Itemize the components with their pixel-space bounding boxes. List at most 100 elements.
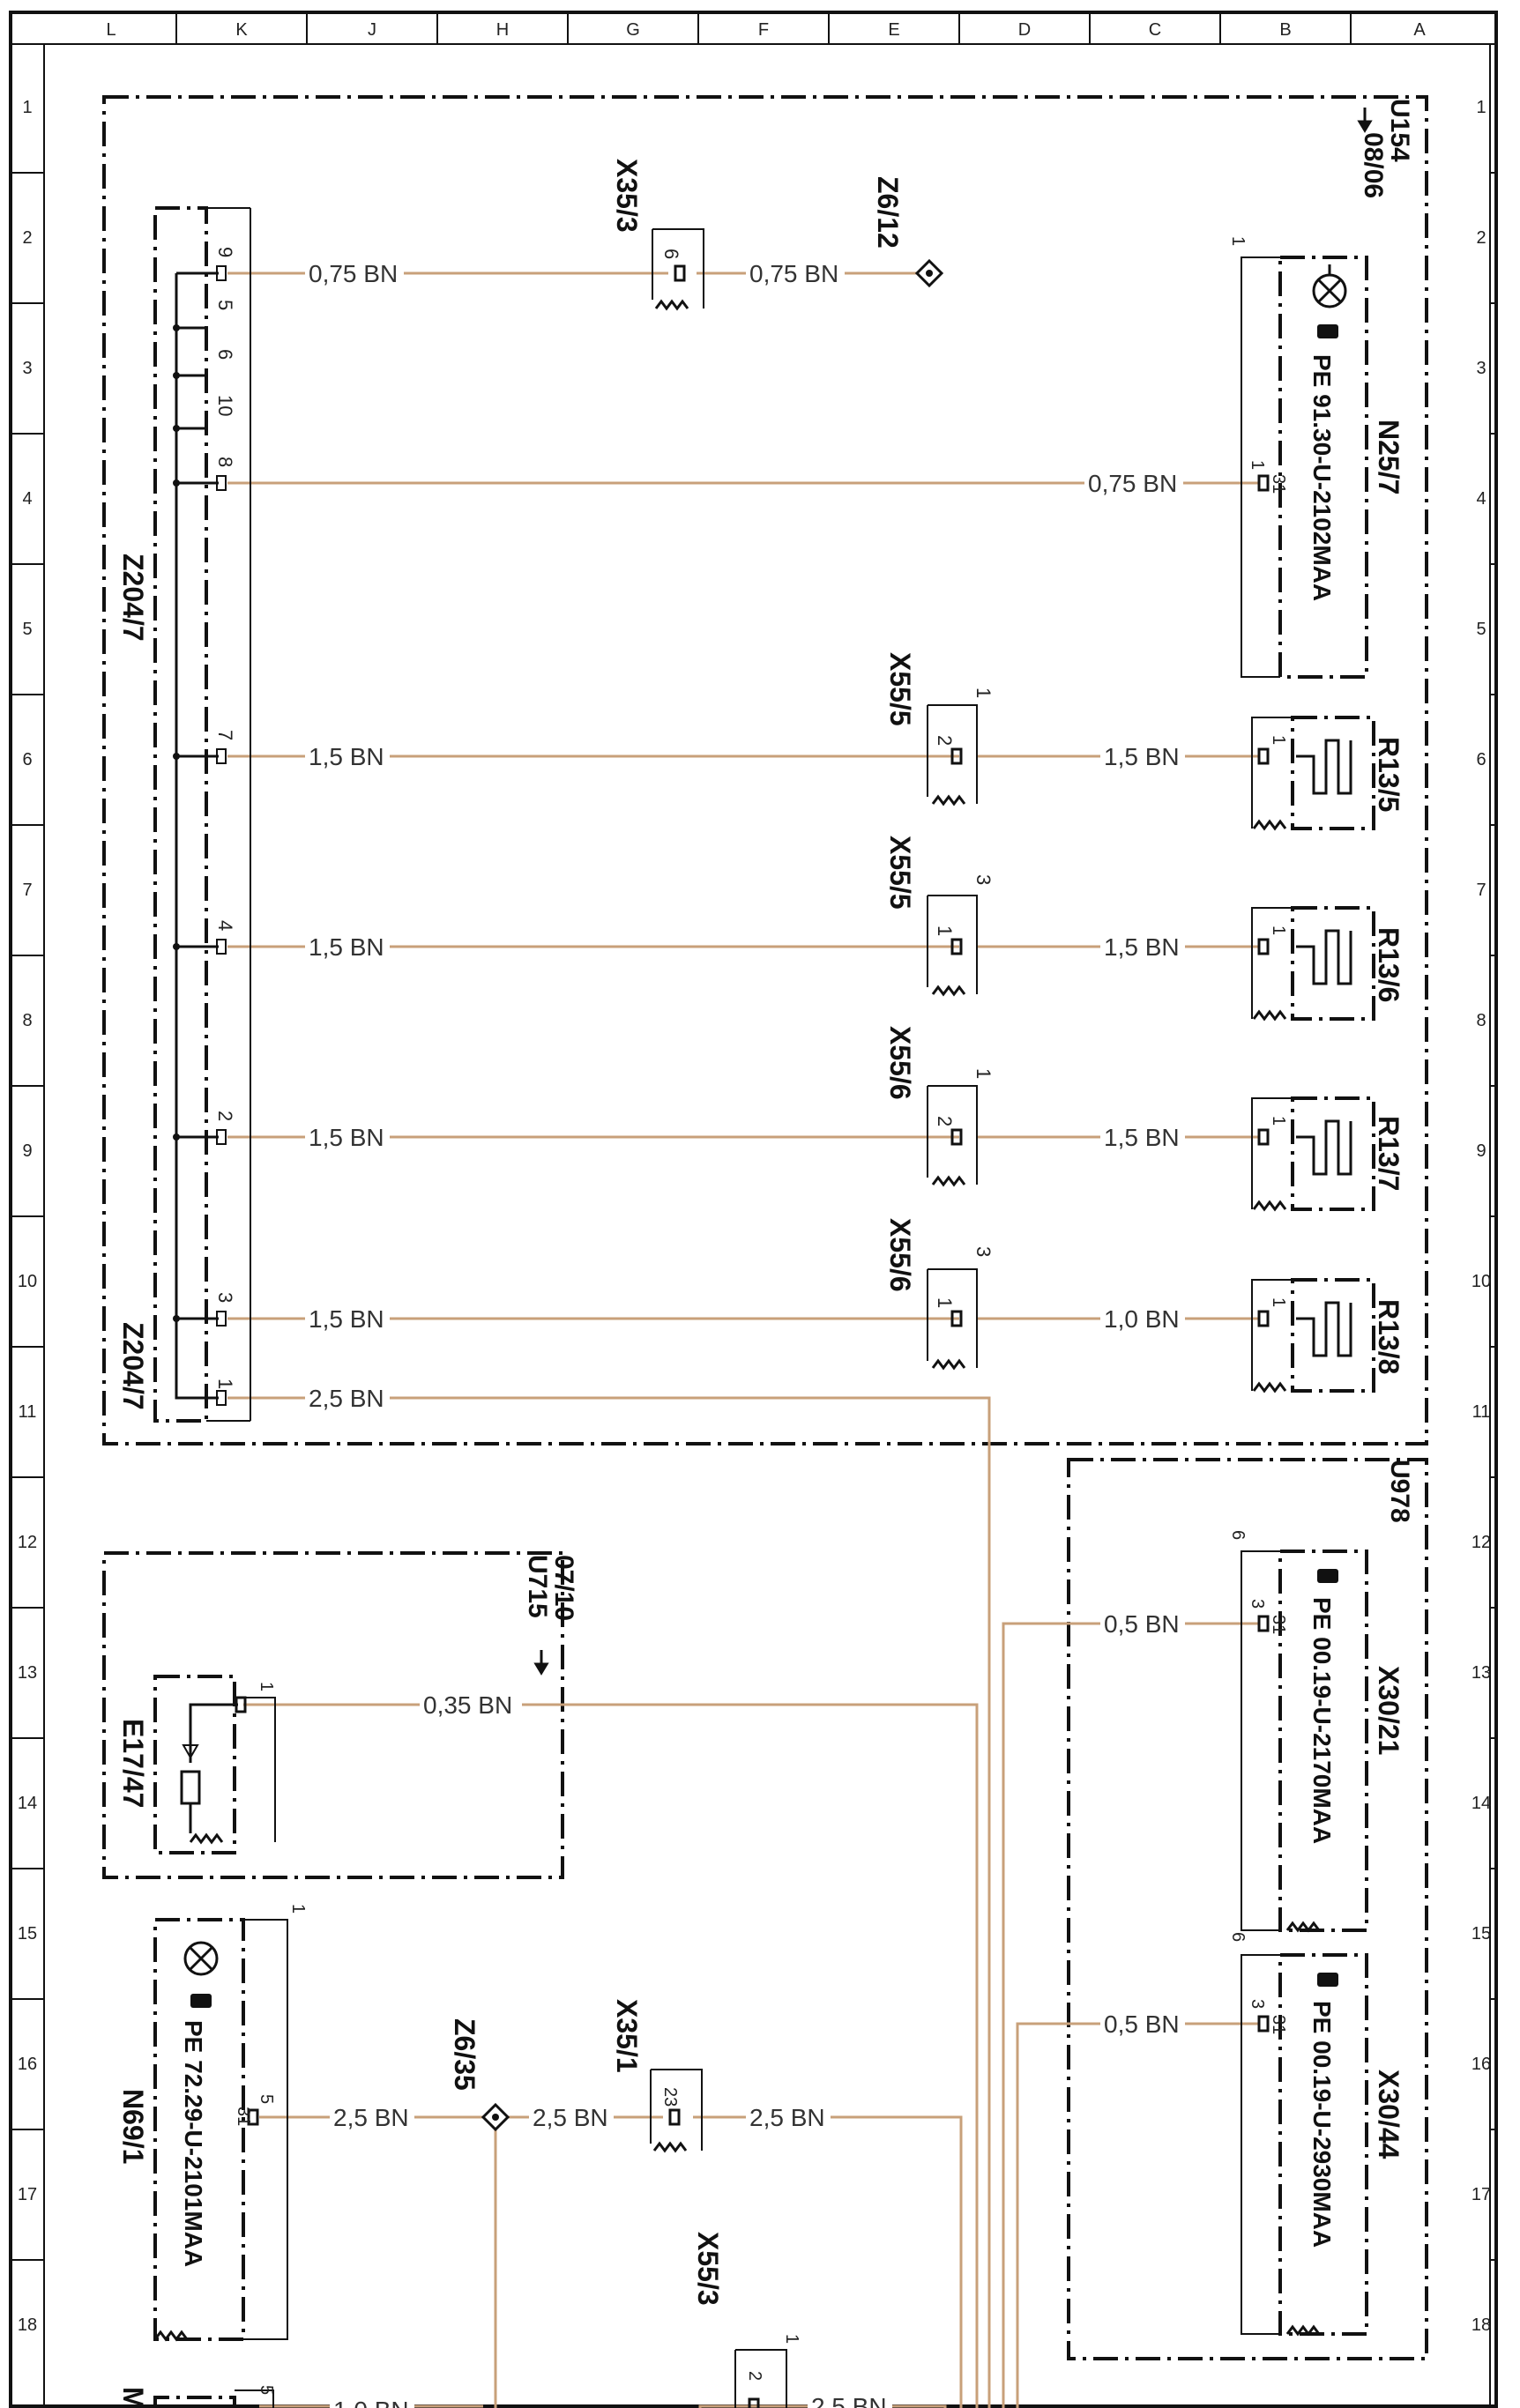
x55-5a-top: 1 xyxy=(972,687,995,698)
col-label-b: B xyxy=(1279,20,1291,40)
row-label-left-9: 9 xyxy=(22,1141,32,1161)
wire-label-w6b: 1,0 BN xyxy=(1104,1305,1180,1333)
row-label-right-15: 15 xyxy=(1472,1924,1491,1943)
col-label-e: E xyxy=(888,20,899,40)
n25-7-label: N25/7 xyxy=(1373,420,1405,494)
row-label-left-7: 7 xyxy=(22,881,32,900)
n69-1-pin-5: 5 xyxy=(257,2094,276,2104)
wire-label-w10: 0,35 BN xyxy=(423,1691,512,1719)
z204-pin-10: 10 xyxy=(214,395,236,416)
r13-7-label: R13/7 xyxy=(1373,1116,1405,1191)
z6-35-splice xyxy=(481,2102,510,2132)
row-label-right-4: 4 xyxy=(1476,489,1486,509)
row-label-right-5: 5 xyxy=(1476,620,1486,639)
z204-pin-2: 2 xyxy=(214,1111,236,1121)
row-label-right-3: 3 xyxy=(1476,359,1486,378)
x55-3-label: X55/3 xyxy=(692,2232,724,2306)
row-label-left-13: 13 xyxy=(18,1663,37,1683)
x55-3-top: 1 xyxy=(782,2334,801,2344)
x55-5a-connector xyxy=(927,704,978,806)
x55-6b-connector xyxy=(927,1268,978,1370)
wire-label-w1b: 0,75 BN xyxy=(749,260,838,287)
r13-8-label: R13/8 xyxy=(1373,1299,1405,1374)
row-ticks xyxy=(11,172,1496,2261)
n69-1-component xyxy=(153,1918,288,2341)
u715-ref: 07/10 xyxy=(549,1555,578,1621)
z6-12-label: Z6/12 xyxy=(872,176,904,249)
u154-id: U154 xyxy=(1385,99,1414,162)
wire-label-w9: 0,5 BN xyxy=(1104,2010,1180,2038)
row-label-right-16: 16 xyxy=(1472,2055,1491,2074)
n25-7-component xyxy=(1241,256,1368,679)
row-label-left-5: 5 xyxy=(22,620,32,639)
row-label-left-16: 16 xyxy=(18,2055,37,2074)
r13-7-heater xyxy=(1251,1096,1375,1211)
wire-label-w5a: 1,5 BN xyxy=(309,1124,384,1151)
row-label-left-2: 2 xyxy=(22,228,32,248)
x35-3-label: X35/3 xyxy=(611,159,643,233)
row-label-right-13: 13 xyxy=(1472,1663,1491,1683)
x30-21-component xyxy=(1241,1550,1368,1932)
n25-7-pin-31: 31 xyxy=(1269,474,1288,494)
wire-label-w4b: 1,5 BN xyxy=(1104,933,1180,961)
r13-7-pin: 1 xyxy=(1269,1116,1288,1126)
r13-6-heater xyxy=(1251,906,1375,1021)
row-label-left-14: 14 xyxy=(18,1794,37,1813)
x30-44-top: 6 xyxy=(1228,1932,1248,1942)
u715-id: U715 xyxy=(523,1555,552,1618)
row-label-left-18: 18 xyxy=(18,2315,37,2335)
z204-component xyxy=(153,206,251,1423)
x35-1-pin: 23 xyxy=(660,2087,680,2107)
x55-6a-pin: 2 xyxy=(934,1116,956,1126)
wire-label-w11b: 2,5 BN xyxy=(533,2104,608,2131)
n25-7-pe: PE 91.30-U-2102MAA xyxy=(1308,354,1336,601)
wire-label-w5b: 1,5 BN xyxy=(1104,1124,1180,1151)
module-box-u154 xyxy=(102,95,1428,1446)
wire-label-w3b: 1,5 BN xyxy=(1104,743,1180,770)
x55-3-connector xyxy=(734,2349,787,2408)
col-label-h: H xyxy=(496,20,509,40)
x30-21-pe: PE 00.19-U-2170MAA xyxy=(1308,1597,1336,1844)
col-label-j: J xyxy=(368,20,376,40)
m-component xyxy=(153,2389,274,2408)
wire-label-w3a: 1,5 BN xyxy=(309,743,384,770)
z6-35-label: Z6/35 xyxy=(449,2018,481,2091)
x55-6a-label: X55/6 xyxy=(884,1026,916,1100)
row-label-left-12: 12 xyxy=(18,1533,37,1552)
z204-pin-3: 3 xyxy=(214,1292,236,1303)
x55-3-pin: 2 xyxy=(745,2371,764,2381)
x30-44-component xyxy=(1241,1953,1368,2336)
x30-44-pe: PE 00.19-U-2930MAA xyxy=(1308,2001,1336,2248)
row-label-right-7: 7 xyxy=(1476,881,1486,900)
e17-47-component xyxy=(153,1675,276,1854)
n25-7-pin-1b: 1 xyxy=(1248,460,1267,470)
x30-44-pin-31: 31 xyxy=(1269,2015,1288,2034)
wire-label-w7: 2,5 BN xyxy=(309,1385,384,1412)
x55-6b-label: X55/6 xyxy=(884,1218,916,1292)
row-label-right-11: 11 xyxy=(1472,1402,1491,1422)
x55-5b-pin: 1 xyxy=(934,925,956,936)
r13-5-heater xyxy=(1251,716,1375,830)
e17-47-label: E17/47 xyxy=(117,1719,149,1808)
wire-label-w11a: 2,5 BN xyxy=(333,2104,409,2131)
hand-icon xyxy=(1317,1569,1338,1987)
row-label-left-10: 10 xyxy=(18,1272,37,1291)
x30-44-label: X30/44 xyxy=(1373,2070,1405,2159)
hand-icon xyxy=(190,1994,212,2008)
m-label: M xyxy=(117,2387,149,2408)
x30-21-label: X30/21 xyxy=(1373,1666,1405,1755)
col-label-c: C xyxy=(1149,20,1161,40)
wire-row11 xyxy=(227,1396,991,2408)
r13-6-pin: 1 xyxy=(1269,925,1288,935)
n69-1-pin-31: 31 xyxy=(234,2107,253,2126)
r13-8-heater xyxy=(1251,1278,1375,1393)
wire-label-w1a: 0,75 BN xyxy=(309,260,398,287)
n69-1-label: N69/1 xyxy=(117,2089,149,2164)
col-label-l: L xyxy=(106,20,115,40)
wire-label-w12: 2,5 BN xyxy=(811,2393,887,2408)
n69-1-pe: PE 72.29-U-2101MAA xyxy=(180,2020,207,2267)
col-label-f: F xyxy=(758,20,769,40)
row-label-left-3: 3 xyxy=(22,359,32,378)
col-label-d: D xyxy=(1018,20,1031,40)
